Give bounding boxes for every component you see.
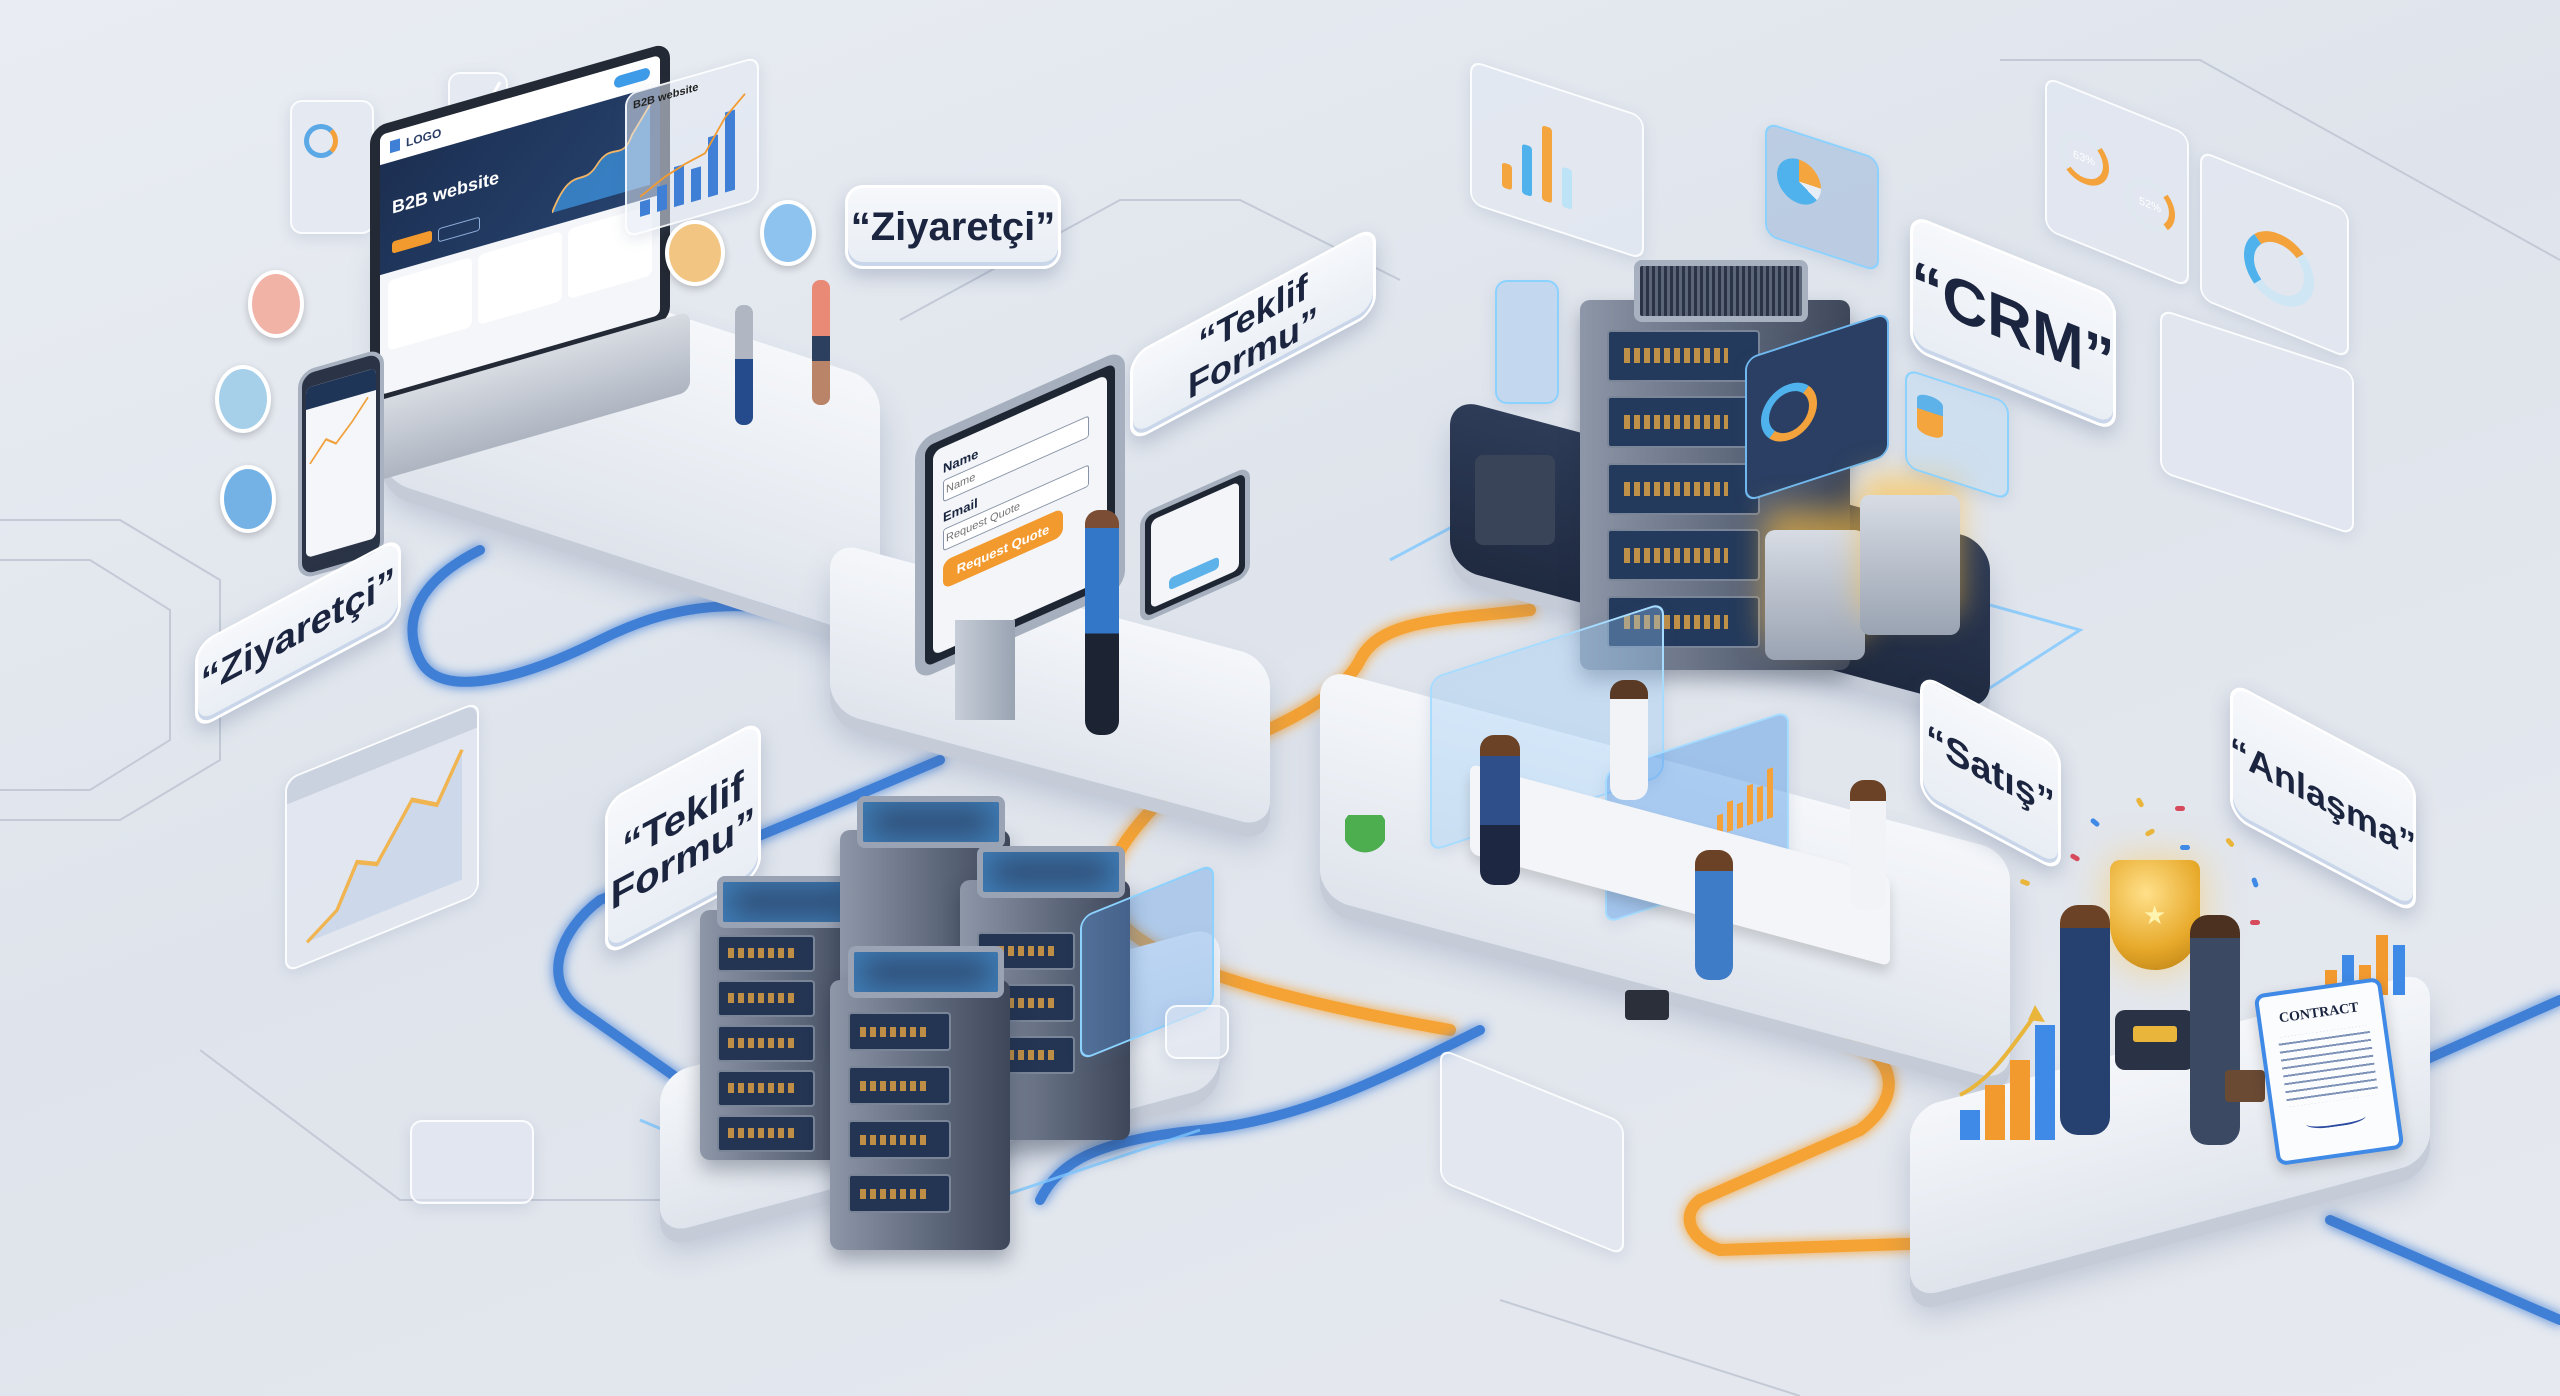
kiosk-stand: [955, 620, 1015, 720]
nav-cta-button[interactable]: [614, 66, 650, 90]
crm-bar-chart-panel: [1470, 59, 1644, 261]
smartphone: [298, 347, 384, 581]
server-mini-bars-panel: [1165, 1005, 1229, 1059]
server-glow-top: [848, 946, 1004, 998]
area-line-chart: [305, 749, 464, 944]
user-figure-writing: [1085, 510, 1119, 735]
gauge-2-value: 52%: [2138, 194, 2162, 216]
bar-line-chart: [639, 93, 746, 217]
sales-agent-2: [1610, 680, 1648, 800]
gauge-1-value: 63%: [2072, 148, 2096, 170]
logo-icon: [390, 138, 400, 154]
trophy-plaque: [2133, 1026, 2177, 1042]
sales-bar-chart: [1717, 767, 1773, 836]
logo-text: LOGO: [406, 125, 442, 150]
server-rack-4: [830, 946, 1010, 1250]
donut-icon: [304, 124, 338, 158]
phone-line-chart: [309, 396, 369, 465]
website-stats-panel: B2B website: [625, 55, 759, 239]
star-icon: ★: [2143, 900, 2167, 930]
signature: [2304, 1106, 2367, 1131]
contract-text-lines: [2277, 1024, 2379, 1108]
phone-screen: [306, 367, 376, 559]
businessman-right: [2190, 915, 2240, 1145]
briefcase-icon: [1625, 990, 1669, 1020]
visitor-avatar-woman-2: [665, 220, 725, 286]
trophy-base: [2115, 1010, 2195, 1070]
server-glow-top: [857, 796, 1005, 848]
confetti: [2180, 845, 2190, 850]
trophy-cup: ★: [2110, 860, 2200, 970]
hero-primary-button[interactable]: [392, 230, 432, 254]
label-ziyaretci-top: “Ziyaretçi”: [845, 185, 1061, 269]
confetti: [2175, 806, 2185, 811]
server-vent-top: [1634, 260, 1808, 322]
hero-headline: B2B website: [392, 167, 500, 218]
visitor-avatar-man-2: [760, 200, 816, 266]
contract-document: CONTRACT: [2253, 976, 2405, 1167]
pie-chart-icon: [1777, 152, 1821, 211]
small-rack-left: [1475, 455, 1555, 545]
visitor-figure-woman: [812, 280, 830, 405]
briefcase-icon: [2225, 1070, 2265, 1102]
sales-agent-3: [1695, 850, 1733, 980]
floating-doc-panel: [290, 100, 374, 234]
crm-bar-chart: [1502, 125, 1572, 210]
donut-chart: [2244, 219, 2314, 318]
glowing-database-stack-2: [1860, 495, 1960, 635]
sales-agent-4: [1850, 780, 1886, 910]
hero-secondary-button[interactable]: [438, 216, 480, 243]
sales-agent-1: [1480, 735, 1520, 885]
floating-bars-panel-left: [410, 1120, 534, 1204]
crm-small-list-panel: [1495, 280, 1559, 404]
server-glow-top: [977, 846, 1125, 898]
contract-title: CONTRACT: [2278, 1000, 2360, 1027]
visitor-avatar-woman: [248, 270, 304, 338]
businessman-left: [2060, 905, 2110, 1135]
floating-line-chart-left: [285, 700, 479, 974]
tablet-submit-button[interactable]: [1169, 556, 1219, 591]
database-icon: [1917, 392, 1943, 441]
gauge-1: 63%: [2059, 123, 2109, 194]
visitor-avatar-man-light: [220, 465, 276, 533]
visitor-avatar-man-dark: [215, 365, 271, 433]
crm-donut-chart: [1761, 375, 1817, 450]
growth-bar-chart: [1959, 1005, 2055, 1140]
glowing-database-stack-1: [1765, 530, 1865, 660]
gauge-2: 52%: [2125, 170, 2175, 241]
confetti: [2250, 920, 2260, 925]
trophy-icon: ★: [2100, 860, 2210, 1080]
visitor-figure-man: [735, 305, 753, 425]
plant-icon: [1345, 815, 1385, 865]
feature-card: [478, 230, 562, 326]
feature-card: [388, 256, 472, 351]
